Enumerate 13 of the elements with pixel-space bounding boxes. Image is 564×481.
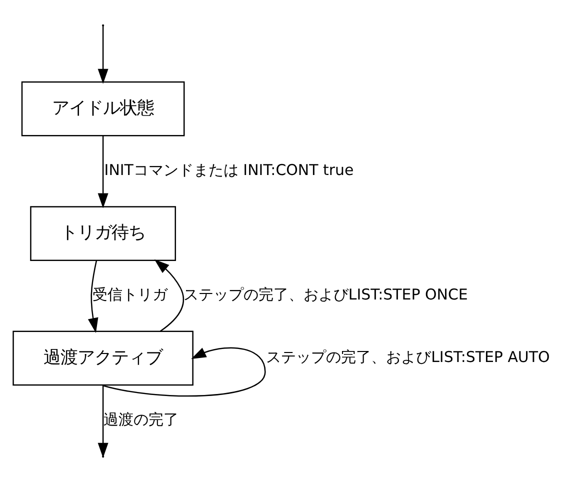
edge-label: 受信トリガ xyxy=(92,285,168,304)
arrow xyxy=(154,258,184,332)
node-box: 過渡アクティブ xyxy=(12,330,194,386)
edge-label: 過渡の完了 xyxy=(104,410,179,428)
arrow xyxy=(102,346,266,396)
edge-label: ステップの完了、およびLIST:STEP ONCE xyxy=(183,285,468,304)
arrow xyxy=(98,25,108,84)
edge-label: ステップの完了、およびLIST:STEP AUTO xyxy=(266,348,550,366)
edge-label: INITコマンドまたは INIT:CONT true xyxy=(104,160,354,179)
node-box: アイドル状態 xyxy=(21,80,185,136)
arrow xyxy=(98,135,108,208)
node-box: トリガ待ち xyxy=(30,206,176,260)
arrow xyxy=(88,260,98,332)
